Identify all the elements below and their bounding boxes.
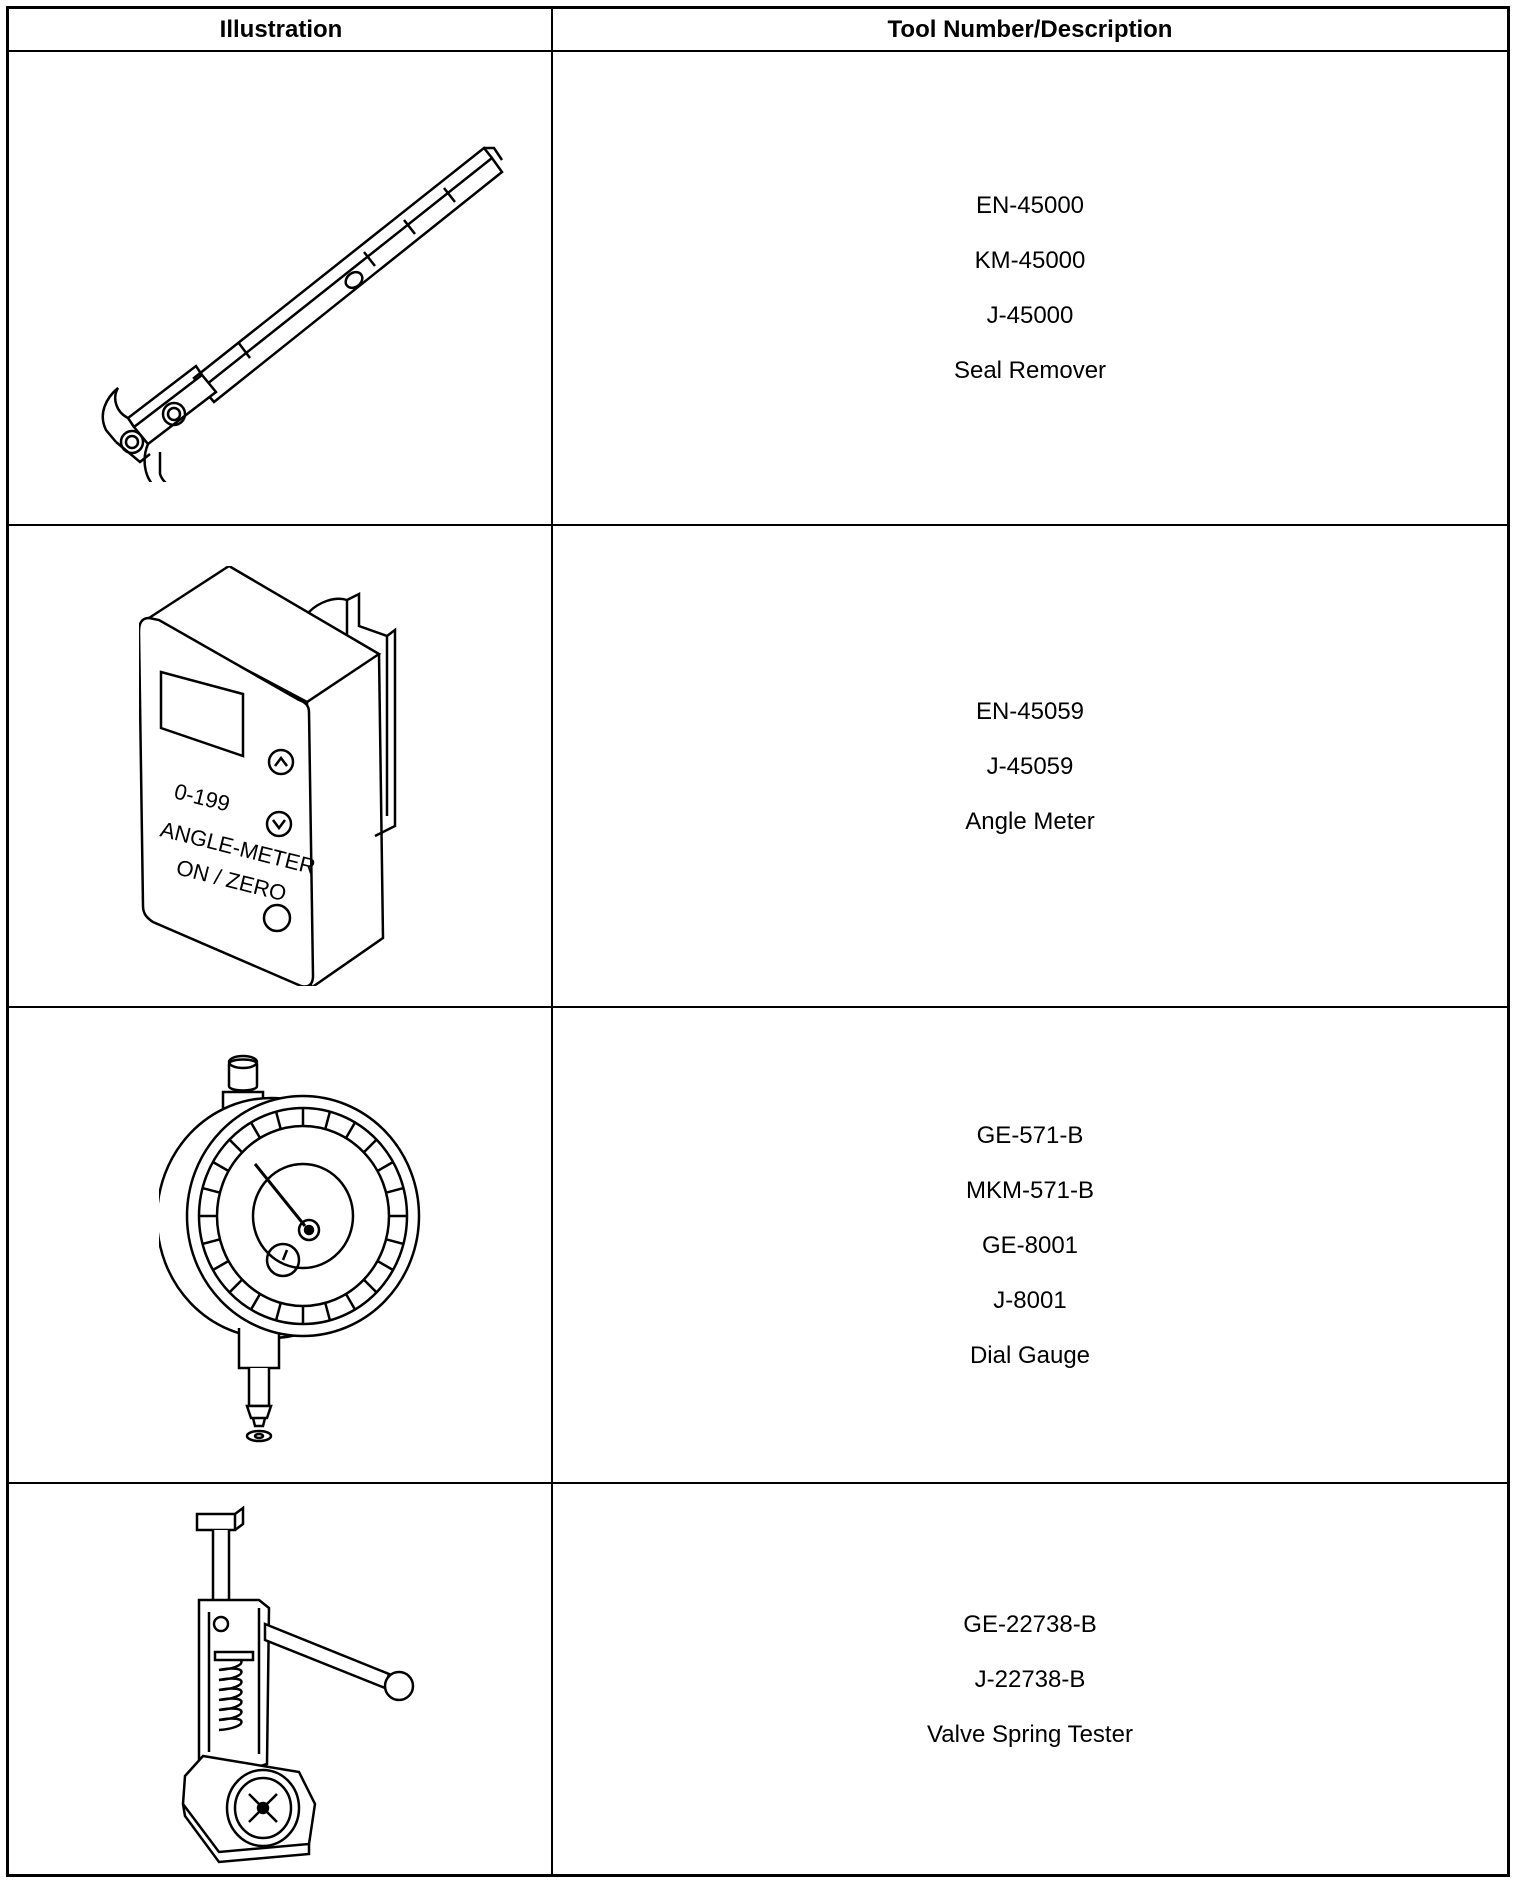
tool-number: KM-45000 [974, 247, 1086, 274]
tool-name: Seal Remover [953, 357, 1107, 384]
table-row: GE-571-B MKM-571-B GE-8001 J-8001 Dial G… [9, 1008, 1507, 1482]
tool-number: GE-571-B [976, 1121, 1084, 1149]
header-illustration: Illustration [219, 15, 343, 43]
tool-number: GE-22738-B [963, 1610, 1097, 1638]
dial-gauge-icon [159, 1038, 429, 1458]
table-row: EN-45000 KM-45000 J-45000 Seal Remover [9, 52, 1507, 524]
table-row: GE-22738-B J-22738-B Valve Spring Tester [9, 1484, 1507, 1874]
tool-name: Angle Meter [965, 807, 1095, 835]
tool-description-cell: EN-45000 KM-45000 J-45000 Seal Remover [553, 52, 1507, 524]
tools-table: Illustration Tool Number/Description [6, 6, 1510, 1877]
illustration-cell [9, 52, 551, 524]
valve-spring-tester-icon [179, 1504, 449, 1864]
seal-remover-icon [54, 92, 514, 482]
tool-number: J-22738-B [974, 1665, 1086, 1693]
tool-number: J-45059 [986, 752, 1074, 780]
row-divider-1 [9, 524, 1507, 526]
row-divider-2 [9, 1006, 1507, 1008]
tool-number: J-8001 [993, 1286, 1067, 1314]
tool-name: Valve Spring Tester [927, 1720, 1133, 1748]
tool-description-cell: GE-22738-B J-22738-B Valve Spring Tester [553, 1484, 1507, 1874]
tool-name: Dial Gauge [969, 1341, 1091, 1369]
illustration-cell: 0-199 ANGLE-METER ON / ZERO [9, 526, 551, 1006]
tool-description-cell: EN-45059 J-45059 Angle Meter [553, 526, 1507, 1006]
column-divider [551, 9, 553, 1874]
table-row: 0-199 ANGLE-METER ON / ZERO EN-45059 J-4… [9, 526, 1507, 1006]
header-tool-description: Tool Number/Description [887, 15, 1173, 43]
illustration-cell [9, 1008, 551, 1482]
tool-number: EN-45059 [975, 697, 1085, 725]
illustration-cell [9, 1484, 551, 1874]
row-divider-3 [9, 1482, 1507, 1484]
tool-description-cell: GE-571-B MKM-571-B GE-8001 J-8001 Dial G… [553, 1008, 1507, 1482]
tool-number: J-45000 [986, 302, 1074, 329]
tool-number: MKM-571-B [965, 1176, 1095, 1204]
tool-number: GE-8001 [981, 1231, 1079, 1259]
header-divider [9, 50, 1507, 52]
angle-meter-icon: 0-199 ANGLE-METER ON / ZERO [139, 566, 439, 986]
tool-number: EN-45000 [975, 192, 1085, 219]
